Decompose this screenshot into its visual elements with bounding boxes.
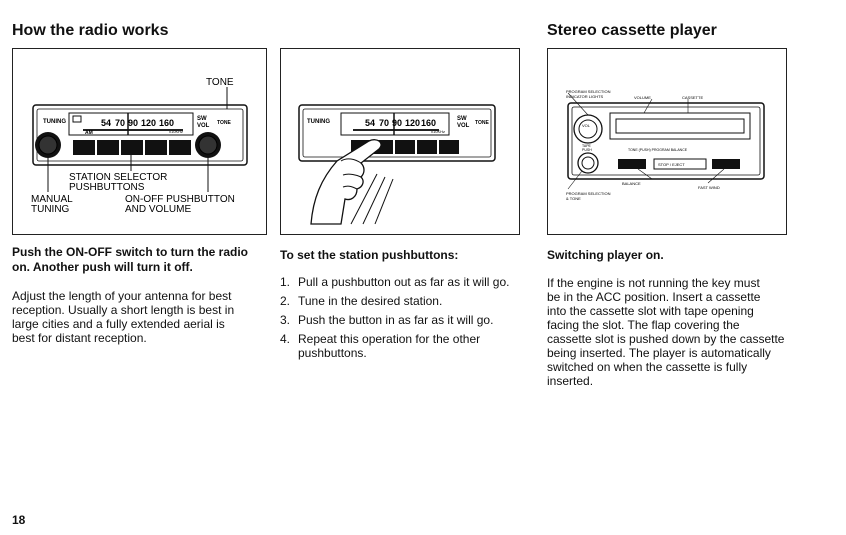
right-subheading: Switching player on. <box>547 248 664 262</box>
right-paragraph-line: switched on when the cassette is fully <box>547 360 748 374</box>
left-subheading-line-1: Push the ON-OFF switch to turn the radio <box>12 245 248 259</box>
station-selector-callout-2: PUSHBUTTONS <box>69 182 145 193</box>
radio-illustration: TUNING AM 54 70 90 120 160 x10KHz SW VOL… <box>31 77 248 215</box>
station-selector-callout-1: STATION SELECTOR <box>69 172 167 183</box>
dial-54: 54 <box>101 118 111 128</box>
left-paragraph-line: large cities and a fully extended aerial… <box>12 317 225 331</box>
mid-dial-160: 160 <box>421 118 436 128</box>
prog-lights-label-2: INDICATOR LIGHTS <box>566 94 604 99</box>
sw-label: SW <box>197 116 207 122</box>
middle-subheading: To set the station pushbuttons: <box>280 248 459 262</box>
hand-drawing <box>310 139 382 225</box>
step-3: 3. Push the button in as far as it will … <box>280 313 520 327</box>
dial-160: 160 <box>159 118 174 128</box>
fast-wind-label: FAST WIND <box>698 185 720 190</box>
dial-70: 70 <box>115 118 125 128</box>
pushbutton-figure: TUNING 54 70 90 120 160 x10KHz SW VOL TO… <box>280 48 520 235</box>
balance-label: BALANCE <box>622 181 641 186</box>
step-text-line: pushbuttons. <box>298 346 367 360</box>
mid-sw-label: SW <box>457 116 467 122</box>
right-heading: Stereo cassette player <box>547 22 717 39</box>
tone-push-label: TONE (PUSH) PROGRAM BALANCE <box>628 148 688 152</box>
right-paragraph: If the engine is not running the key mus… <box>547 276 786 388</box>
step-text: Pull a pushbutton out as far as it will … <box>298 275 510 289</box>
left-paragraph-line: best for distant reception. <box>12 331 147 345</box>
left-paragraph-line: reception. Usually a short length is bes… <box>12 303 235 317</box>
step-number: 2. <box>280 294 291 308</box>
step-number: 4. <box>280 332 291 346</box>
mid-khz-label: x10KHz <box>431 129 445 134</box>
left-paragraph: Adjust the length of your antenna for be… <box>12 289 266 345</box>
mid-dial-54: 54 <box>365 118 375 128</box>
tuning-label: TUNING <box>43 119 66 125</box>
right-paragraph-line: inserted. <box>547 374 594 388</box>
prog-tone-label-1: PROGRAM SELECTION <box>566 191 611 196</box>
step-2: 2. Tune in the desired station. <box>280 294 520 308</box>
right-paragraph-line: If the engine is not running the key mus… <box>547 276 760 290</box>
manual-tuning-callout-1: MANUAL <box>31 194 73 205</box>
prog-tone-label-2: & TONE <box>566 196 581 201</box>
right-paragraph-line: cassette slot is pushed down by the cass… <box>547 332 785 346</box>
step-text: Push the button in as far as it will go. <box>298 313 494 327</box>
dial-120: 120 <box>141 118 156 128</box>
page-number: 18 <box>12 513 26 527</box>
stop-eject-label: STOP / EJECT <box>658 162 685 167</box>
left-subheading-line-2: on. Another push will turn it off. <box>12 260 193 274</box>
left-heading: How the radio works <box>12 22 169 39</box>
push-label: PUSH <box>582 148 592 152</box>
cassette-label: CASSETTE <box>682 95 703 100</box>
right-paragraph-line: into the cassette slot with tape opening <box>547 304 754 318</box>
mid-tuning-label: TUNING <box>307 119 330 125</box>
khz-label: x10KHz <box>169 129 183 134</box>
mid-vol-label: VOL <box>457 123 470 129</box>
step-number: 3. <box>280 313 291 327</box>
vol-knob-label: VOL <box>582 123 591 128</box>
radio-figure: TUNING AM 54 70 90 120 160 x10KHz SW VOL… <box>12 48 267 235</box>
left-subheading: Push the ON-OFF switch to turn the radio… <box>12 245 268 275</box>
right-paragraph-line: facing the slot. The flap covering the <box>547 318 740 332</box>
dial-90: 90 <box>128 118 138 128</box>
tone-small-label: TONE <box>217 120 231 126</box>
manual-tuning-callout-2: TUNING <box>31 204 70 215</box>
step-text: Tune in the desired station. <box>298 294 443 308</box>
pushbutton-illustration: TUNING 54 70 90 120 160 x10KHz SW VOL TO… <box>298 104 496 225</box>
on-off-callout-1: ON-OFF PUSHBUTTON <box>125 194 235 205</box>
volume-label: VOLUME <box>634 95 651 100</box>
step-1: 1. Pull a pushbutton out as far as it wi… <box>280 275 520 289</box>
step-text: Repeat this operation for the other push… <box>298 332 520 360</box>
mid-dial-70: 70 <box>379 118 389 128</box>
vol-label: VOL <box>197 123 210 129</box>
mid-dial-120: 120 <box>405 118 420 128</box>
step-number: 1. <box>280 275 291 289</box>
cassette-illustration: PROGRAM SELECTION INDICATOR LIGHTS VOLUM… <box>566 89 765 201</box>
tone-callout: TONE <box>206 77 234 88</box>
am-label: AM <box>85 130 93 136</box>
cassette-figure: PROGRAM SELECTION INDICATOR LIGHTS VOLUM… <box>547 48 787 235</box>
left-paragraph-line: Adjust the length of your antenna for be… <box>12 289 232 303</box>
mid-tone-label: TONE <box>475 120 489 126</box>
step-text-line: Repeat this operation for the other <box>298 332 481 346</box>
step-4: 4. Repeat this operation for the other p… <box>280 332 520 360</box>
on-off-callout-2: AND VOLUME <box>125 204 191 215</box>
prog-lights-label-1: PROGRAM SELECTION <box>566 89 611 94</box>
right-paragraph-line: be in the ACC position. Insert a cassett… <box>547 290 761 304</box>
tape-label: TAPE <box>582 144 592 148</box>
right-paragraph-line: being inserted. The player is automatica… <box>547 346 771 360</box>
mid-dial-90: 90 <box>392 118 402 128</box>
